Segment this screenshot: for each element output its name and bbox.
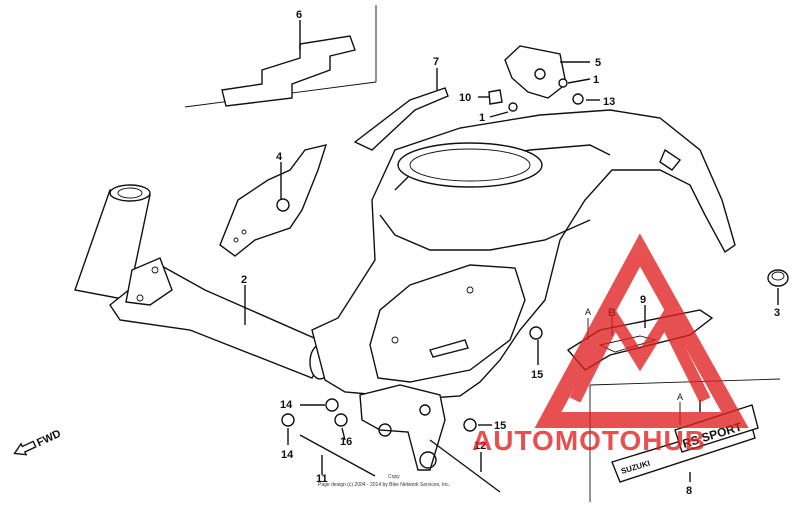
- part-6-decal: [221, 20, 356, 107]
- copyright: Copy Page design (c) 2004 - 2014 by Bike…: [318, 474, 450, 488]
- part-5-bracket: [478, 45, 600, 118]
- callout-11: 11: [316, 473, 328, 485]
- fasteners: [281, 326, 543, 475]
- callout-1a: 1: [593, 74, 599, 86]
- callout-4: 4: [276, 151, 283, 163]
- fwd-arrow: FWD: [13, 428, 63, 456]
- callout-8: 8: [686, 485, 692, 497]
- watermark-text: AUTOMOTOHUB: [472, 425, 706, 456]
- callout-12: 12: [474, 440, 486, 452]
- callout-14b: 14: [281, 449, 294, 461]
- part-4-bracket: [219, 144, 328, 257]
- callout-1b: 1: [479, 112, 485, 124]
- callout-10: 10: [459, 92, 471, 104]
- part-2-frame-tube: [74, 184, 331, 380]
- fwd-label: FWD: [35, 428, 63, 449]
- callout-9: 9: [640, 294, 646, 306]
- copyright-line2: Page design (c) 2004 - 2014 by Bike Netw…: [318, 482, 450, 488]
- sub-label-a2: A: [677, 392, 683, 402]
- callout-5: 5: [595, 57, 601, 69]
- sub-label-a1: A: [585, 307, 591, 317]
- callouts: 6 7 5 1 10 1 13 4 2 3 9 15 14 16 15 14 1…: [241, 9, 780, 497]
- callout-15b: 15: [494, 420, 506, 432]
- callout-7: 7: [433, 56, 439, 68]
- copyright-line1: Copy: [388, 474, 400, 480]
- callout-13: 13: [603, 96, 615, 108]
- divider-lines: [184, 5, 781, 502]
- callout-15a: 15: [531, 369, 543, 381]
- callout-3: 3: [774, 307, 780, 319]
- callout-14a: 14: [280, 399, 293, 411]
- callout-16: 16: [340, 436, 352, 448]
- callout-2: 2: [241, 274, 247, 286]
- part-7-strip: [353, 68, 449, 151]
- callout-6: 6: [296, 9, 302, 21]
- watermark-logo: AUTOMOTOHUB: [472, 233, 749, 456]
- part-3-grommet: [767, 269, 789, 305]
- main-body-frame: [299, 109, 736, 493]
